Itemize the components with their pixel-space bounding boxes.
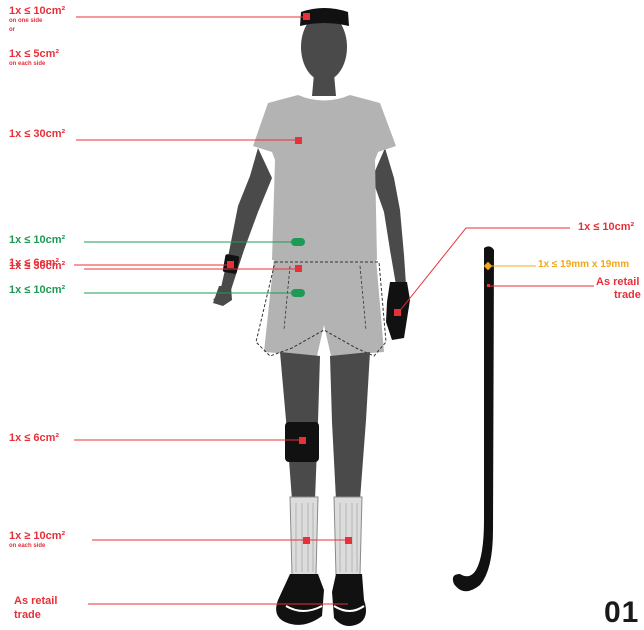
label-headband-2: 1x ≤ 5cm² [9,48,59,60]
label-shoes-line2: trade [14,609,41,621]
right-leg [330,352,370,500]
label-shoes-line1: As retail [14,595,57,607]
label-socks-note: on each side [9,543,45,550]
label-shorts-waist: 1x ≤ 10cm² [9,284,65,296]
right-arm [372,148,406,285]
marker-shirt [295,137,302,144]
label-stick-retail-1: As retail [596,276,639,288]
marker-sock-right [345,537,352,544]
marker-sock-left [303,537,310,544]
marker-glove [394,309,401,316]
shoes [276,574,366,626]
athlete-figure [213,8,410,626]
label-headband-1-note: on one side [9,18,42,25]
marker-stick-retail [487,284,490,287]
label-kneepad: 1x ≤ 6cm² [9,432,59,444]
marker-headband [303,13,310,20]
page-number: 01 [604,598,639,628]
label-stick-retail-2: trade [614,289,641,301]
label-headband-2-note: on each side [9,61,45,68]
marker-shirt-waist [291,238,305,246]
hockey-stick [453,246,494,591]
shorts [264,258,384,356]
neck [312,74,336,96]
label-glove: 1x ≤ 10cm² [578,221,634,233]
label-headband-1: 1x ≤ 10cm² [9,5,65,17]
label-shirt: 1x ≤ 30cm² [9,128,65,140]
socks [290,497,362,575]
label-socks: 1x ≥ 10cm² [9,530,65,542]
label-shirt-waist: 1x ≤ 10cm² [9,234,65,246]
label-stick-sticker: 1x ≤ 19mm x 19mm [538,259,629,271]
marker-kneepad [299,437,306,444]
shirt [253,95,396,260]
label-headband-or: or [9,27,15,34]
left-arm [213,148,272,302]
left-hand [213,286,232,306]
marker-shorts [295,265,302,272]
label-shorts: 1x ≤ 30cm² [9,260,65,272]
marker-wristband [227,261,234,268]
marker-shorts-waist [291,289,305,297]
